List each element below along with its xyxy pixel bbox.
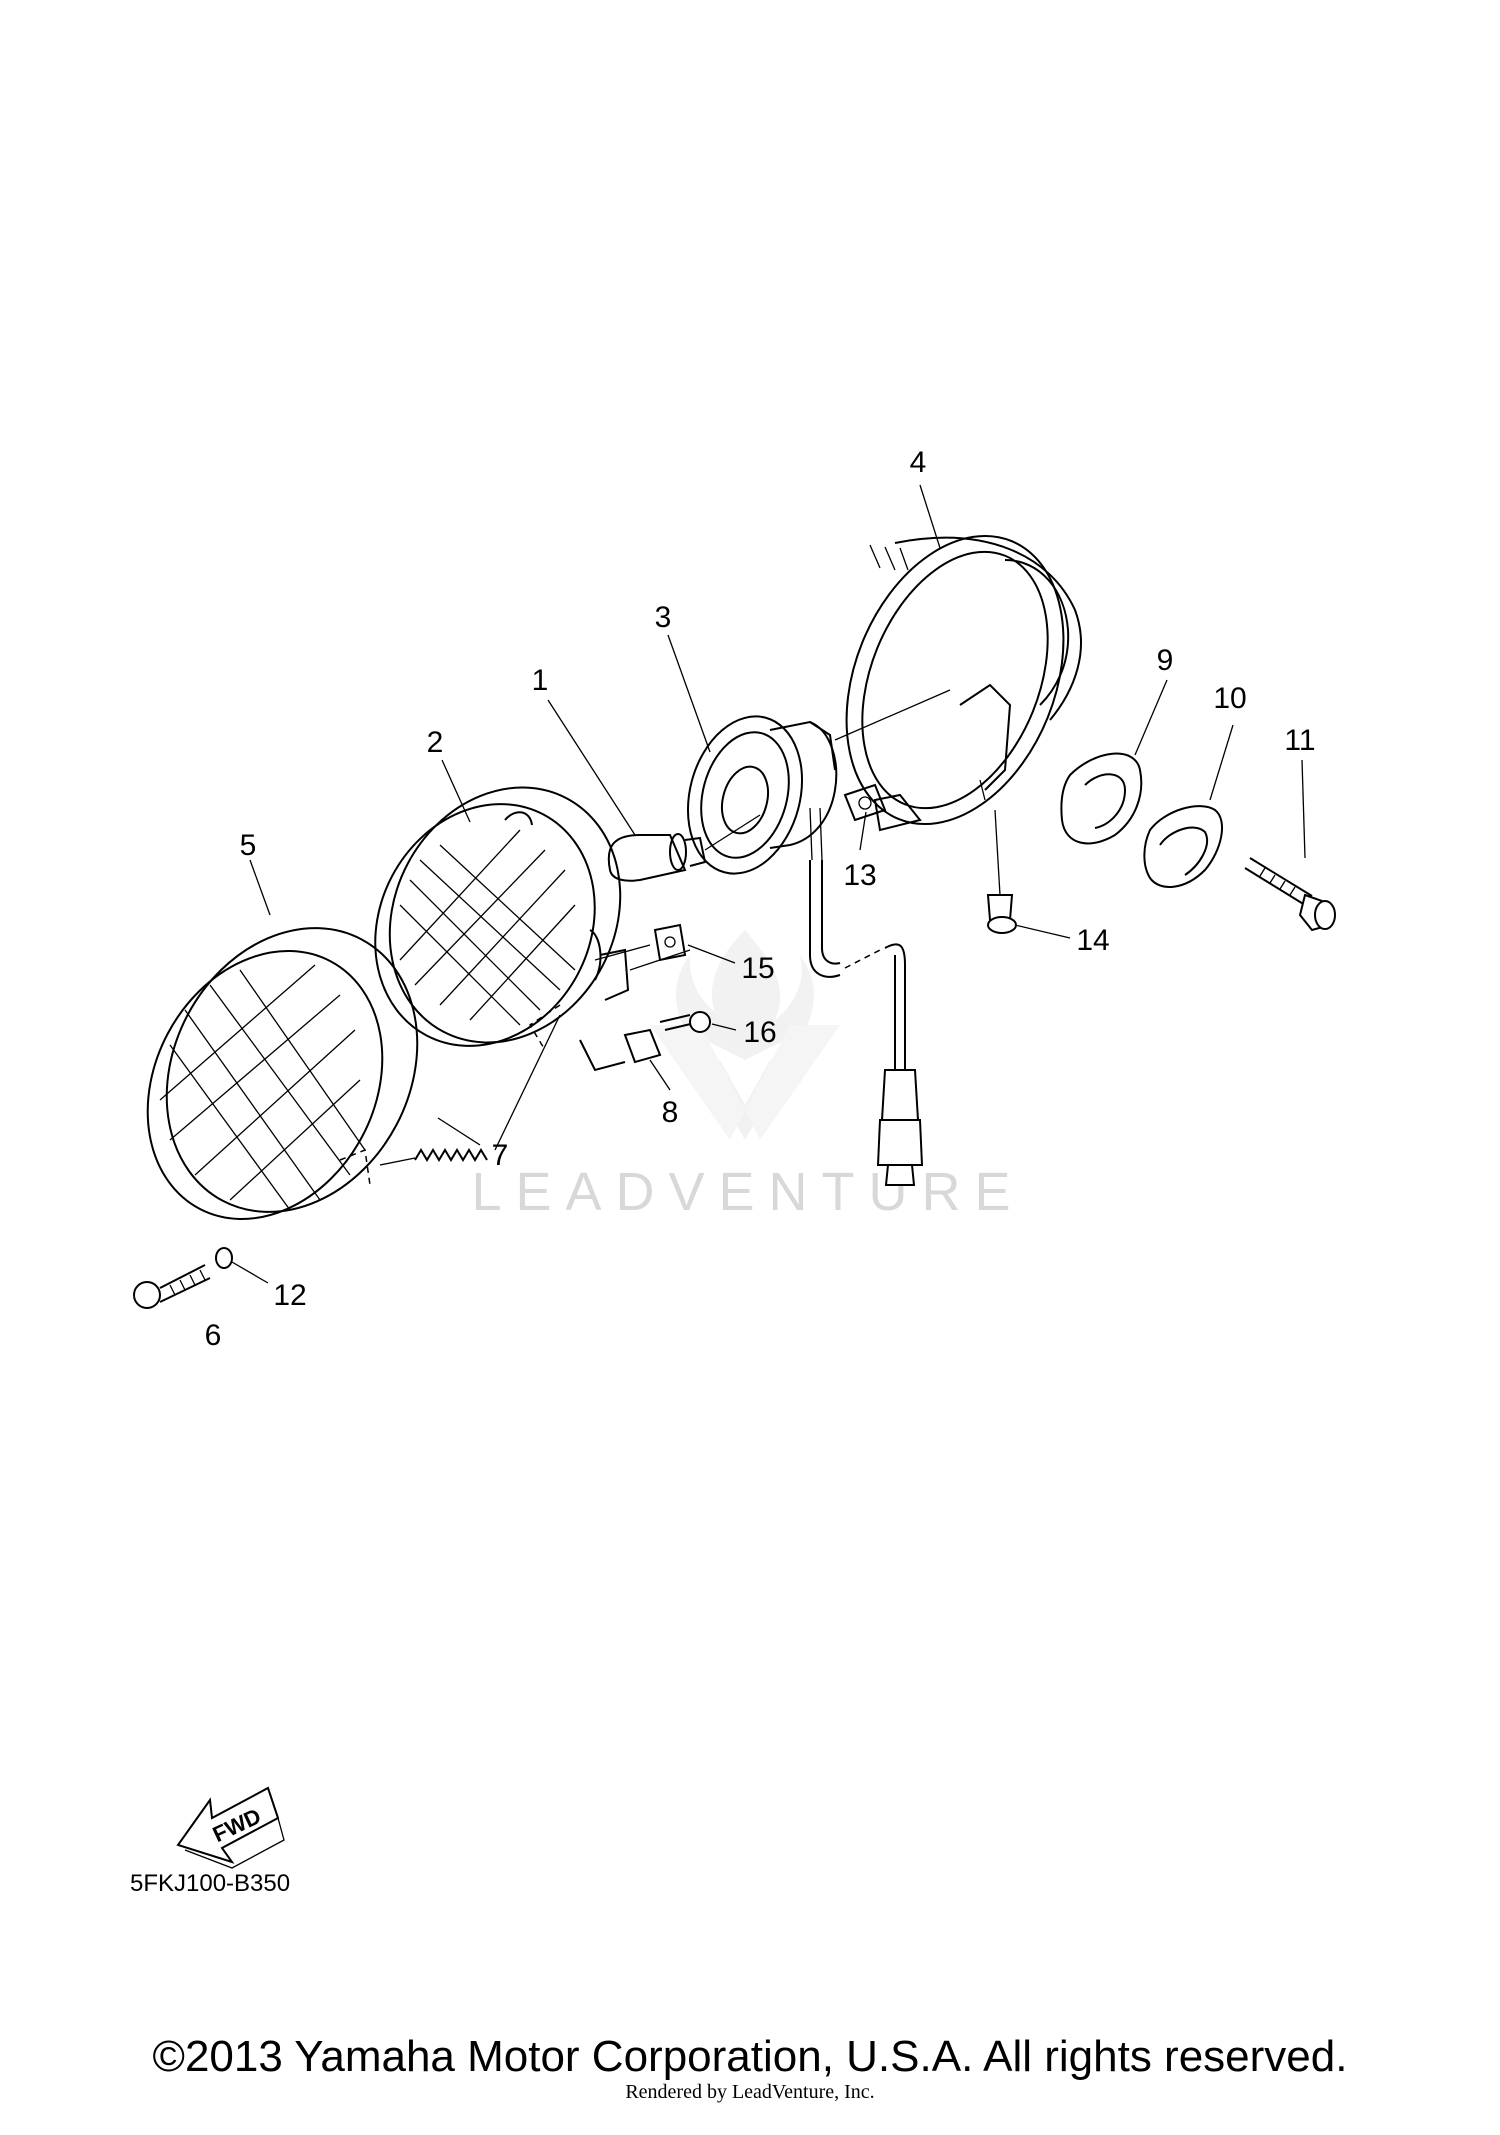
callout-1: 1 — [532, 664, 549, 697]
part-1-bulb — [607, 814, 761, 882]
leadventure-watermark: LEADVENTURE — [471, 930, 1024, 1222]
callout-13: 13 — [843, 859, 876, 892]
part-13-clip — [843, 783, 887, 822]
part-5-grille — [146, 927, 419, 1220]
callout-5: 5 — [240, 829, 257, 862]
part-9-grommet — [1060, 752, 1143, 845]
leadventure-logo-icon — [650, 930, 840, 1140]
wire-harness — [809, 860, 924, 1186]
callout-labels: 1 2 3 4 5 6 7 8 9 10 11 12 13 14 15 16 — [205, 446, 1316, 1352]
callout-2: 2 — [427, 726, 444, 759]
watermark-text: LEADVENTURE — [471, 1162, 1024, 1222]
part-15-nut — [594, 923, 687, 962]
part-12-washer — [215, 1247, 233, 1269]
callout-11: 11 — [1284, 724, 1315, 757]
part-10-cover — [1143, 805, 1223, 889]
part-2-lens — [374, 786, 691, 1051]
callout-15: 15 — [741, 952, 774, 985]
fwd-arrow-icon: FWD — [176, 1786, 285, 1869]
callout-7: 7 — [492, 1139, 509, 1172]
callout-8: 8 — [662, 1096, 679, 1129]
part-3-socket — [686, 715, 838, 875]
callout-14: 14 — [1076, 924, 1109, 957]
callout-10: 10 — [1213, 682, 1246, 715]
callout-3: 3 — [655, 601, 672, 634]
callout-6: 6 — [205, 1319, 222, 1352]
part-4-housing — [834, 534, 1082, 832]
part-8-clip — [579, 1028, 662, 1072]
copyright-text: ©2013 Yamaha Motor Corporation, U.S.A. A… — [153, 2032, 1348, 2081]
part-14-bolt — [986, 809, 1017, 934]
callout-16: 16 — [743, 1016, 776, 1049]
part-11-bolt — [1244, 857, 1336, 932]
diagram-code: 5FKJ100-B350 — [130, 1870, 290, 1897]
callout-4: 4 — [910, 446, 927, 479]
callout-12: 12 — [273, 1279, 306, 1312]
part-7-spring — [379, 1014, 561, 1166]
part-6-screw — [133, 1264, 211, 1309]
part-16-screw — [659, 1011, 711, 1033]
callout-9: 9 — [1157, 644, 1174, 677]
leader-lines — [231, 484, 1306, 1284]
rendered-by-text: Rendered by LeadVenture, Inc. — [625, 2081, 874, 2103]
